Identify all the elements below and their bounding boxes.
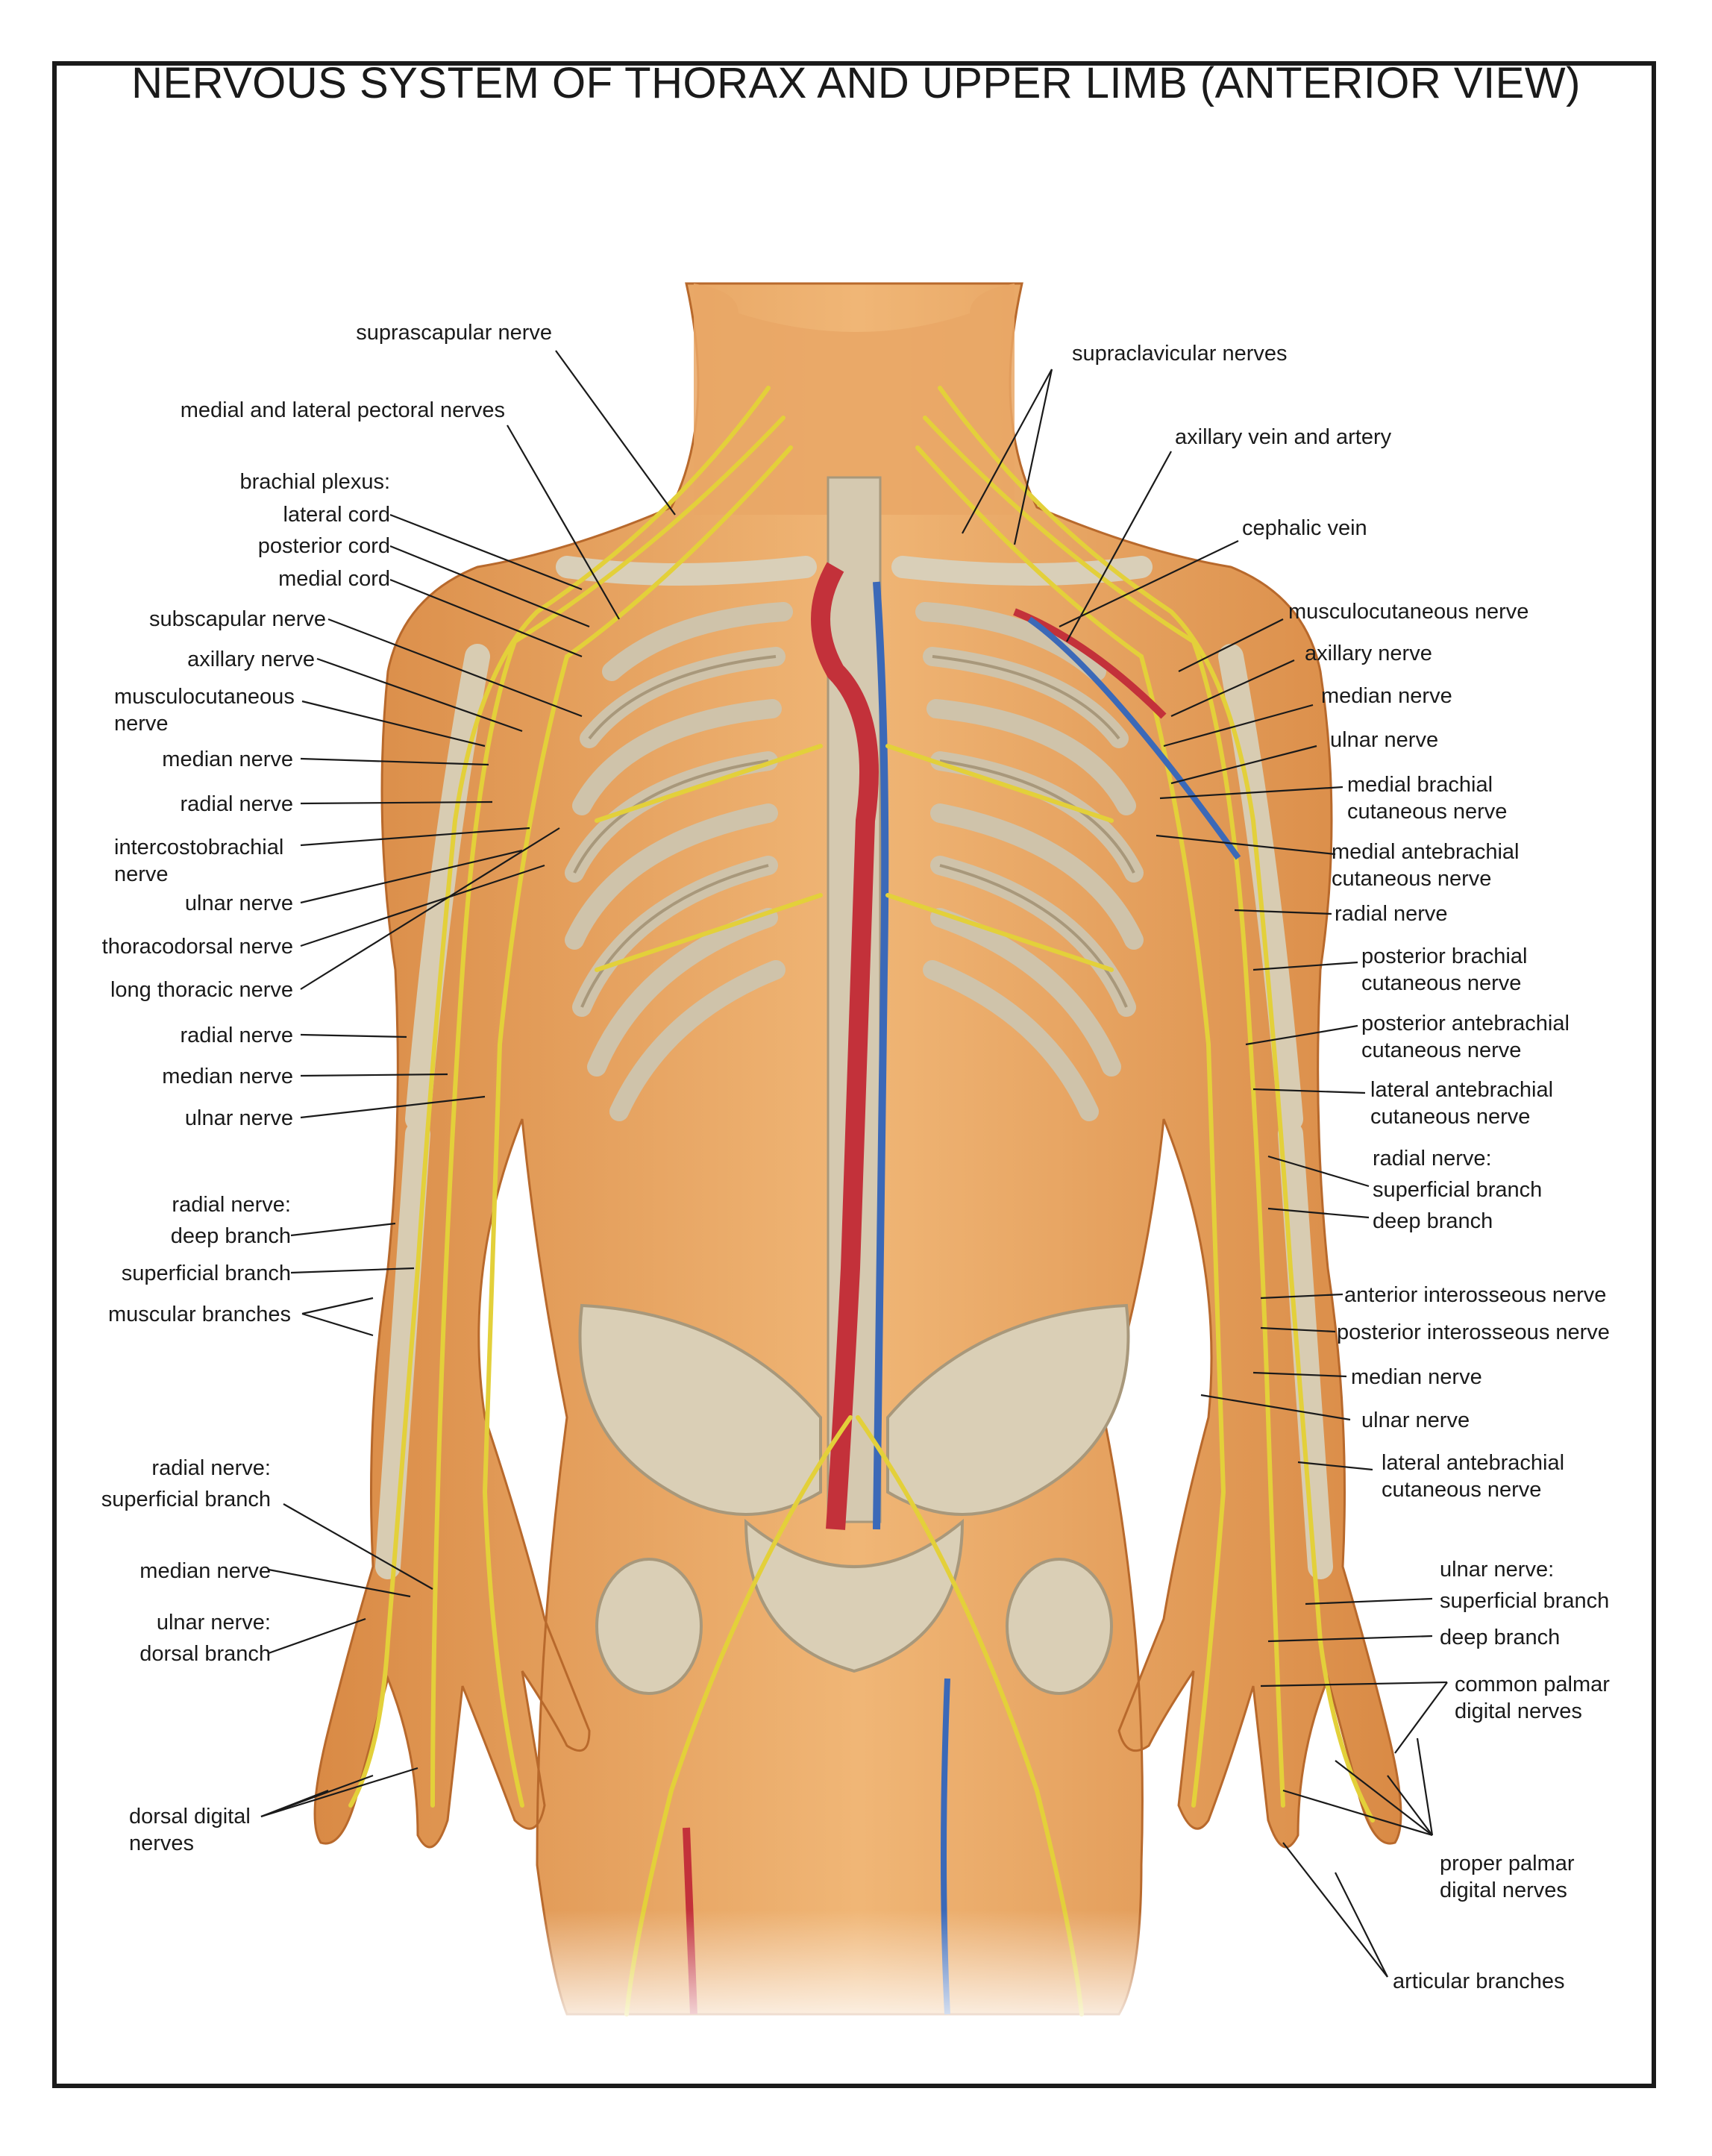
label-pectoral-nerves: medial and lateral pectoral nerves <box>180 398 505 422</box>
label-posterior-interosseous: posterior interosseous nerve <box>1337 1320 1610 1344</box>
label-deep-branch-right-2: deep branch <box>1440 1626 1561 1649</box>
label-proper-palmar-digital: proper palmar digital nerves <box>1440 1852 1575 1902</box>
label-median-nerve-forearm: median nerve <box>1351 1365 1482 1389</box>
label-dorsal-branch: dorsal branch <box>139 1642 271 1666</box>
label-lateral-antebrachial-cutaneous: lateral antebrachial cutaneous nerve <box>1370 1078 1554 1129</box>
label-supraclavicular-nerves: supraclavicular nerves <box>1072 342 1288 366</box>
label-median-nerve-upper: median nerve <box>162 748 293 771</box>
cephalic-vein <box>1027 616 1241 860</box>
label-ulnar-nerve-middle: ulnar nerve <box>184 1106 293 1130</box>
label-common-palmar-digital: common palmar digital nerves <box>1455 1673 1610 1723</box>
label-deep-branch-right: deep branch <box>1373 1209 1493 1233</box>
label-subscapular-nerve: subscapular nerve <box>149 607 326 631</box>
label-ulnar-nerve-right: ulnar nerve <box>1330 728 1439 752</box>
label-lateral-antebrachial-lower: lateral antebrachial cutaneous nerve <box>1382 1451 1565 1502</box>
label-anterior-interosseous: anterior interosseous nerve <box>1344 1283 1607 1307</box>
label-musculocutaneous-nerve-right: musculocutaneous nerve <box>1288 600 1529 624</box>
label-radial-nerve-colon-right: radial nerve: <box>1373 1147 1492 1171</box>
label-posterior-cord: posterior cord <box>257 534 390 558</box>
label-thoracodorsal-nerve: thoracodorsal nerve <box>101 935 293 959</box>
label-axillary-nerve: axillary nerve <box>187 648 315 671</box>
label-radial-nerve-middle: radial nerve <box>180 1024 293 1047</box>
label-median-nerve-right: median nerve <box>1321 684 1452 708</box>
label-medial-brachial-cutaneous: medial brachial cutaneous nerve <box>1347 773 1508 824</box>
leader-lines <box>260 350 1448 1978</box>
label-long-thoracic-nerve: long thoracic nerve <box>110 978 293 1002</box>
label-ulnar-nerve-colon-right: ulnar nerve: <box>1440 1558 1555 1582</box>
label-ulnar-nerve-forearm: ulnar nerve <box>1361 1408 1470 1432</box>
label-superficial-branch-right: superficial branch <box>1373 1178 1543 1202</box>
bottom-fade <box>522 1910 1179 2044</box>
femoral-head-right <box>1006 1558 1113 1695</box>
label-ulnar-nerve-upper: ulnar nerve <box>184 891 293 915</box>
arm-bones <box>375 644 1333 1579</box>
label-ulnar-nerve-colon: ulnar nerve: <box>156 1611 271 1635</box>
label-deep-branch: deep branch <box>170 1224 291 1248</box>
label-median-nerve-hand: median nerve <box>139 1559 271 1583</box>
label-axillary-vein-artery: axillary vein and artery <box>1175 425 1392 449</box>
label-muscular-branches: muscular branches <box>108 1303 291 1326</box>
label-superficial-branch: superficial branch <box>121 1262 291 1285</box>
vena-cava <box>873 581 889 1530</box>
label-brachial-plexus: brachial plexus: <box>239 470 391 494</box>
label-suprascapular-nerve: suprascapular nerve <box>356 321 552 345</box>
label-intercostobrachial-nerve: intercostobrachial nerve <box>114 836 284 886</box>
label-musculocutaneous-nerve: musculocutaneous nerve <box>114 685 295 736</box>
label-cephalic-vein: cephalic vein <box>1242 516 1367 540</box>
pelvis <box>578 1303 1130 1673</box>
label-articular-branches: articular branches <box>1393 1969 1565 1993</box>
label-posterior-antebrachial-cutaneous: posterior antebrachial cutaneous nerve <box>1361 1012 1570 1062</box>
label-superficial-branch-hand: superficial branch <box>101 1488 271 1511</box>
label-superficial-branch-right-2: superficial branch <box>1440 1589 1610 1613</box>
page-title: NERVOUS SYSTEM OF THORAX AND UPPER LIMB … <box>131 59 1581 107</box>
label-axillary-nerve-right: axillary nerve <box>1305 642 1432 665</box>
label-radial-nerve-colon-hand: radial nerve: <box>151 1456 271 1480</box>
femoral-head-left <box>595 1558 703 1695</box>
label-posterior-brachial-cutaneous: posterior brachial cutaneous nerve <box>1361 944 1528 995</box>
label-lateral-cord: lateral cord <box>283 503 390 527</box>
nerves <box>348 386 1375 2016</box>
label-radial-nerve-right: radial nerve <box>1335 902 1448 926</box>
label-medial-antebrachial-cutaneous: medial antebrachial cutaneous nerve <box>1332 840 1520 891</box>
label-dorsal-digital-nerves: dorsal digital nerves <box>129 1805 251 1855</box>
aorta <box>811 562 879 1530</box>
label-median-nerve-middle: median nerve <box>162 1065 293 1088</box>
label-radial-nerve-colon: radial nerve: <box>172 1193 291 1217</box>
label-medial-cord: medial cord <box>278 567 390 591</box>
label-radial-nerve-upper: radial nerve <box>180 792 293 816</box>
rib-shading <box>573 655 1135 1008</box>
